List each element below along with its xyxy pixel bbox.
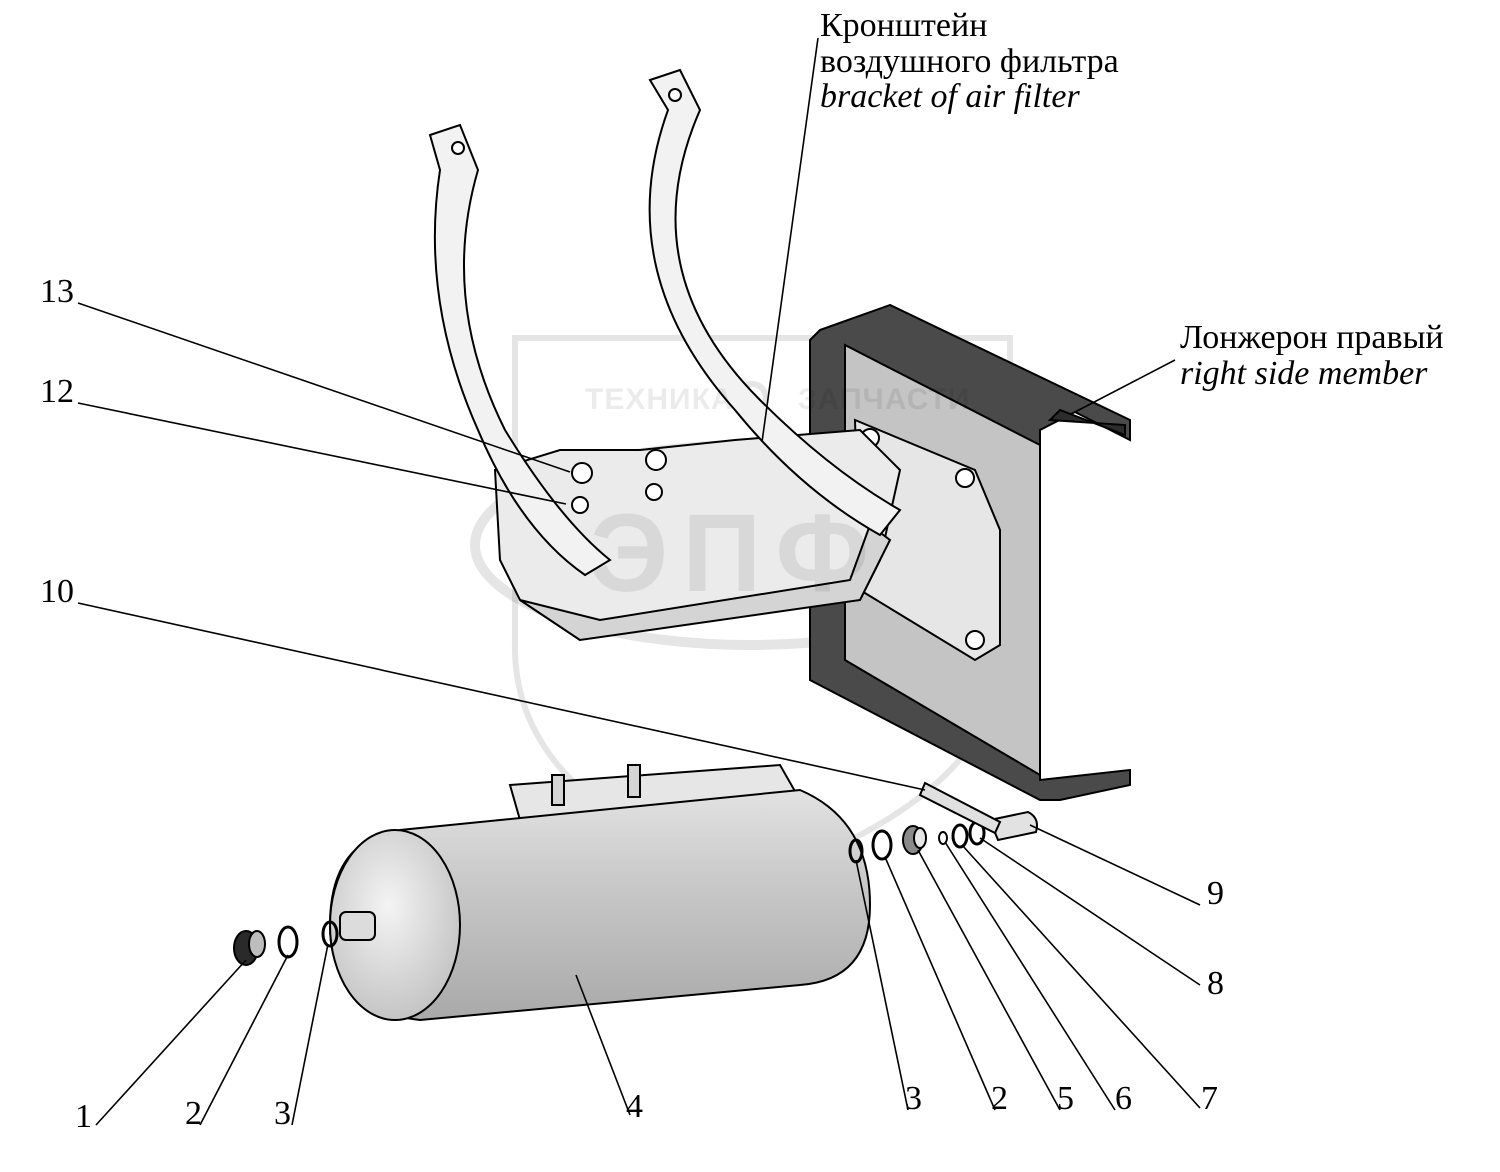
callout-7: 7 xyxy=(1201,1080,1218,1117)
air-tank xyxy=(328,763,872,1022)
leader-lines xyxy=(77,37,1201,1126)
callout-3-left: 3 xyxy=(274,1095,291,1132)
callout-2-right: 2 xyxy=(991,1080,1008,1117)
bracket-label: Кронштейн воздушного фильтра bracket of … xyxy=(820,8,1119,115)
left-fittings xyxy=(233,920,339,966)
callout-13: 13 xyxy=(40,273,74,310)
bracket-base xyxy=(493,428,902,642)
callout-12: 12 xyxy=(40,373,74,410)
right-fittings xyxy=(848,781,1038,864)
bracket-label-en: bracket of air filter xyxy=(820,78,1080,116)
watermark-text-left: ТЕХНИКА xyxy=(585,383,734,416)
callout-5: 5 xyxy=(1057,1080,1074,1117)
callout-10: 10 xyxy=(40,573,74,610)
callout-6: 6 xyxy=(1115,1080,1132,1117)
callout-4: 4 xyxy=(626,1088,643,1125)
side-member-label-en: right side member xyxy=(1180,354,1428,392)
side-member-label-ru: Лонжерон правый xyxy=(1180,319,1444,356)
callout-9: 9 xyxy=(1207,875,1224,912)
watermark-text-right: ЗАПЧАСТИ xyxy=(798,383,971,416)
callout-1: 1 xyxy=(75,1098,92,1135)
callout-8: 8 xyxy=(1207,965,1224,1002)
side-member-label: Лонжерон правый right side member xyxy=(1180,320,1444,391)
clamp-straps xyxy=(428,68,902,577)
bracket-label-ru-1: Кронштейн xyxy=(820,7,988,44)
callout-2-left: 2 xyxy=(185,1095,202,1132)
bracket-label-ru-2: воздушного фильтра xyxy=(820,42,1119,80)
watermark-logo: ЭПФ xyxy=(590,492,884,615)
callout-3-right: 3 xyxy=(905,1080,922,1117)
